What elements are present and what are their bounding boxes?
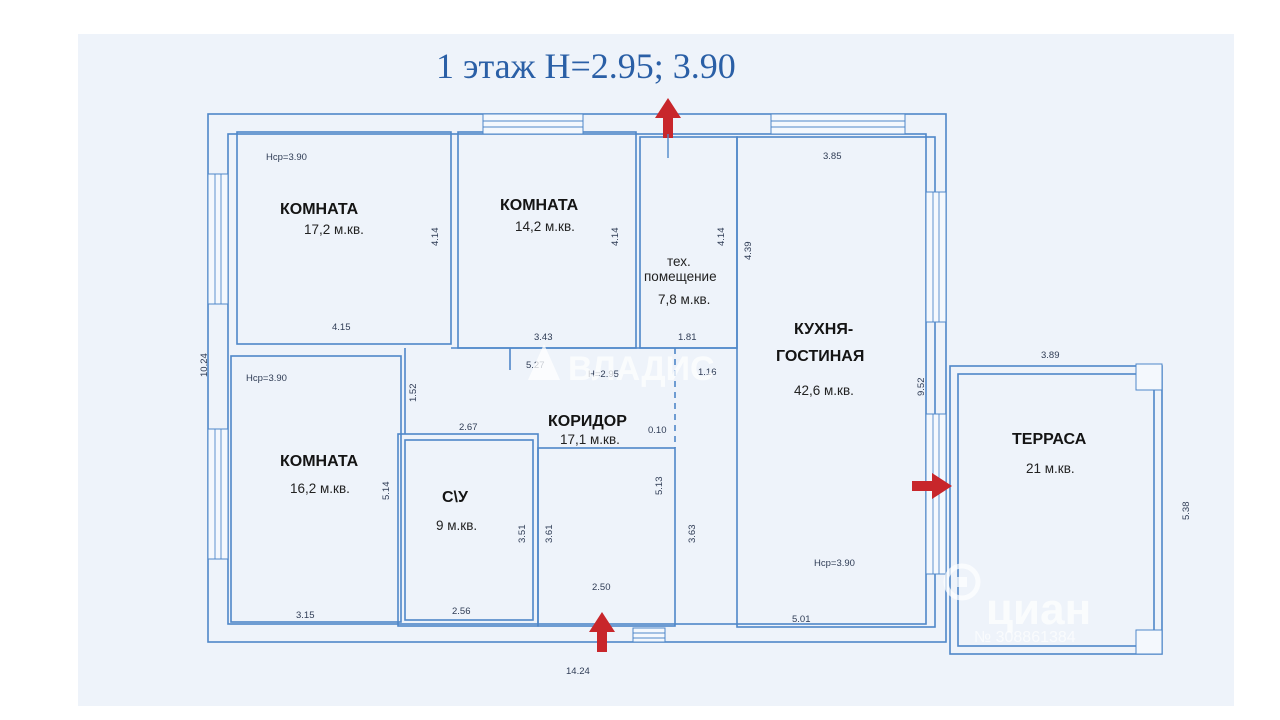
plan-title: 1 этаж H=2.95; 3.90 xyxy=(436,46,736,86)
dim-d26: 5.01 xyxy=(792,614,811,625)
room-1 xyxy=(236,131,452,345)
vladis-watermark: ВЛАДИС xyxy=(528,344,715,388)
room-2-name: КОМНАТА xyxy=(500,197,579,214)
dim-d12: 1.16 xyxy=(698,367,717,378)
dim-d9: 10.24 xyxy=(199,353,210,377)
dim-d22: 5.38 xyxy=(1181,502,1192,521)
floor-plan: 1 этаж H=2.95; 3.90 xyxy=(199,46,1192,677)
dim-d18: 3.51 xyxy=(517,525,528,544)
dim-d25: 2.50 xyxy=(592,582,611,593)
dim-d21: 3.63 xyxy=(687,525,698,544)
dim-d17: 5.14 xyxy=(381,482,392,501)
ceiling-label-d: H=2.95 xyxy=(588,369,619,380)
dim-d14: 3.89 xyxy=(1041,350,1060,361)
room-1-area: 17,2 м.кв. xyxy=(304,222,364,237)
corridor-south xyxy=(537,447,676,627)
bathroom-inner xyxy=(404,439,534,621)
tech-room-name: тех. xyxy=(667,254,691,269)
entrance-arrows xyxy=(589,98,952,652)
room-3-area: 16,2 м.кв. xyxy=(290,481,350,496)
dim-d23: 3.15 xyxy=(296,610,315,621)
dim-d15: 2.67 xyxy=(459,422,478,433)
room-3 xyxy=(230,355,402,623)
room-2-area: 14,2 м.кв. xyxy=(515,219,575,234)
entrance-arrow-icon xyxy=(589,612,615,652)
cian-id: № 308861384 xyxy=(974,629,1076,646)
cian-logo-icon xyxy=(943,563,981,601)
corridor-name: КОРИДОР xyxy=(548,413,627,430)
bathroom-area: 9 м.кв. xyxy=(436,518,477,533)
dim-d24: 2.56 xyxy=(452,606,471,617)
room-walls xyxy=(230,131,936,628)
dim-d6: 1.81 xyxy=(678,332,697,343)
kitchen-name-2: ГОСТИНАЯ xyxy=(776,348,864,365)
bathroom-name: С\У xyxy=(442,489,469,506)
room-3-name: КОМНАТА xyxy=(280,453,359,470)
kitchen-living xyxy=(736,136,936,628)
terrace-name: ТЕРРАСА xyxy=(1012,431,1087,448)
dim-d16: 0.10 xyxy=(648,425,667,436)
dim-d13: 9.52 xyxy=(916,378,927,397)
ceiling-label-a: Hср=3.90 xyxy=(266,152,307,163)
dim-d27: 14.24 xyxy=(566,666,590,677)
dim-d7: 3.85 xyxy=(823,151,842,162)
dim-d19: 3.61 xyxy=(544,525,555,544)
cian-text: циан xyxy=(986,585,1091,634)
dim-d3: 3.43 xyxy=(534,332,553,343)
dim-d8: 4.39 xyxy=(743,242,754,261)
entrance-arrow-icon xyxy=(655,98,681,138)
cian-watermark: циан № 308861384 xyxy=(943,563,1091,646)
terrace-area: 21 м.кв. xyxy=(1026,461,1075,476)
dim-d1: 4.15 xyxy=(332,322,351,333)
dim-d5: 4.14 xyxy=(716,228,727,247)
dim-d4: 4.14 xyxy=(610,228,621,247)
corridor-area: 17,1 м.кв. xyxy=(560,432,620,447)
dim-d2: 4.14 xyxy=(430,228,441,247)
dimensions: 4.15 4.14 3.43 4.14 4.14 1.81 3.85 4.39 … xyxy=(199,151,1192,677)
tech-room-area: 7,8 м.кв. xyxy=(658,292,710,307)
ceiling-label-b: Hср=3.90 xyxy=(246,373,287,384)
tech-room-name-2: помещение xyxy=(644,269,717,284)
ceiling-label-c: Hср=3.90 xyxy=(814,558,855,569)
floor-plan-sheet: 1 этаж H=2.95; 3.90 xyxy=(78,34,1234,706)
vladis-logo-icon xyxy=(528,344,560,380)
vladis-text: ВЛАДИС xyxy=(568,350,715,388)
dim-d10: 1.52 xyxy=(408,384,419,403)
room-1-name: КОМНАТА xyxy=(280,201,359,218)
entrance-arrow-icon xyxy=(912,473,952,499)
dim-d20: 5.13 xyxy=(654,477,665,496)
kitchen-area: 42,6 м.кв. xyxy=(794,383,854,398)
terrace-inner xyxy=(957,373,1155,647)
terrace-outline xyxy=(949,365,1163,655)
kitchen-name: КУХНЯ- xyxy=(794,321,853,338)
